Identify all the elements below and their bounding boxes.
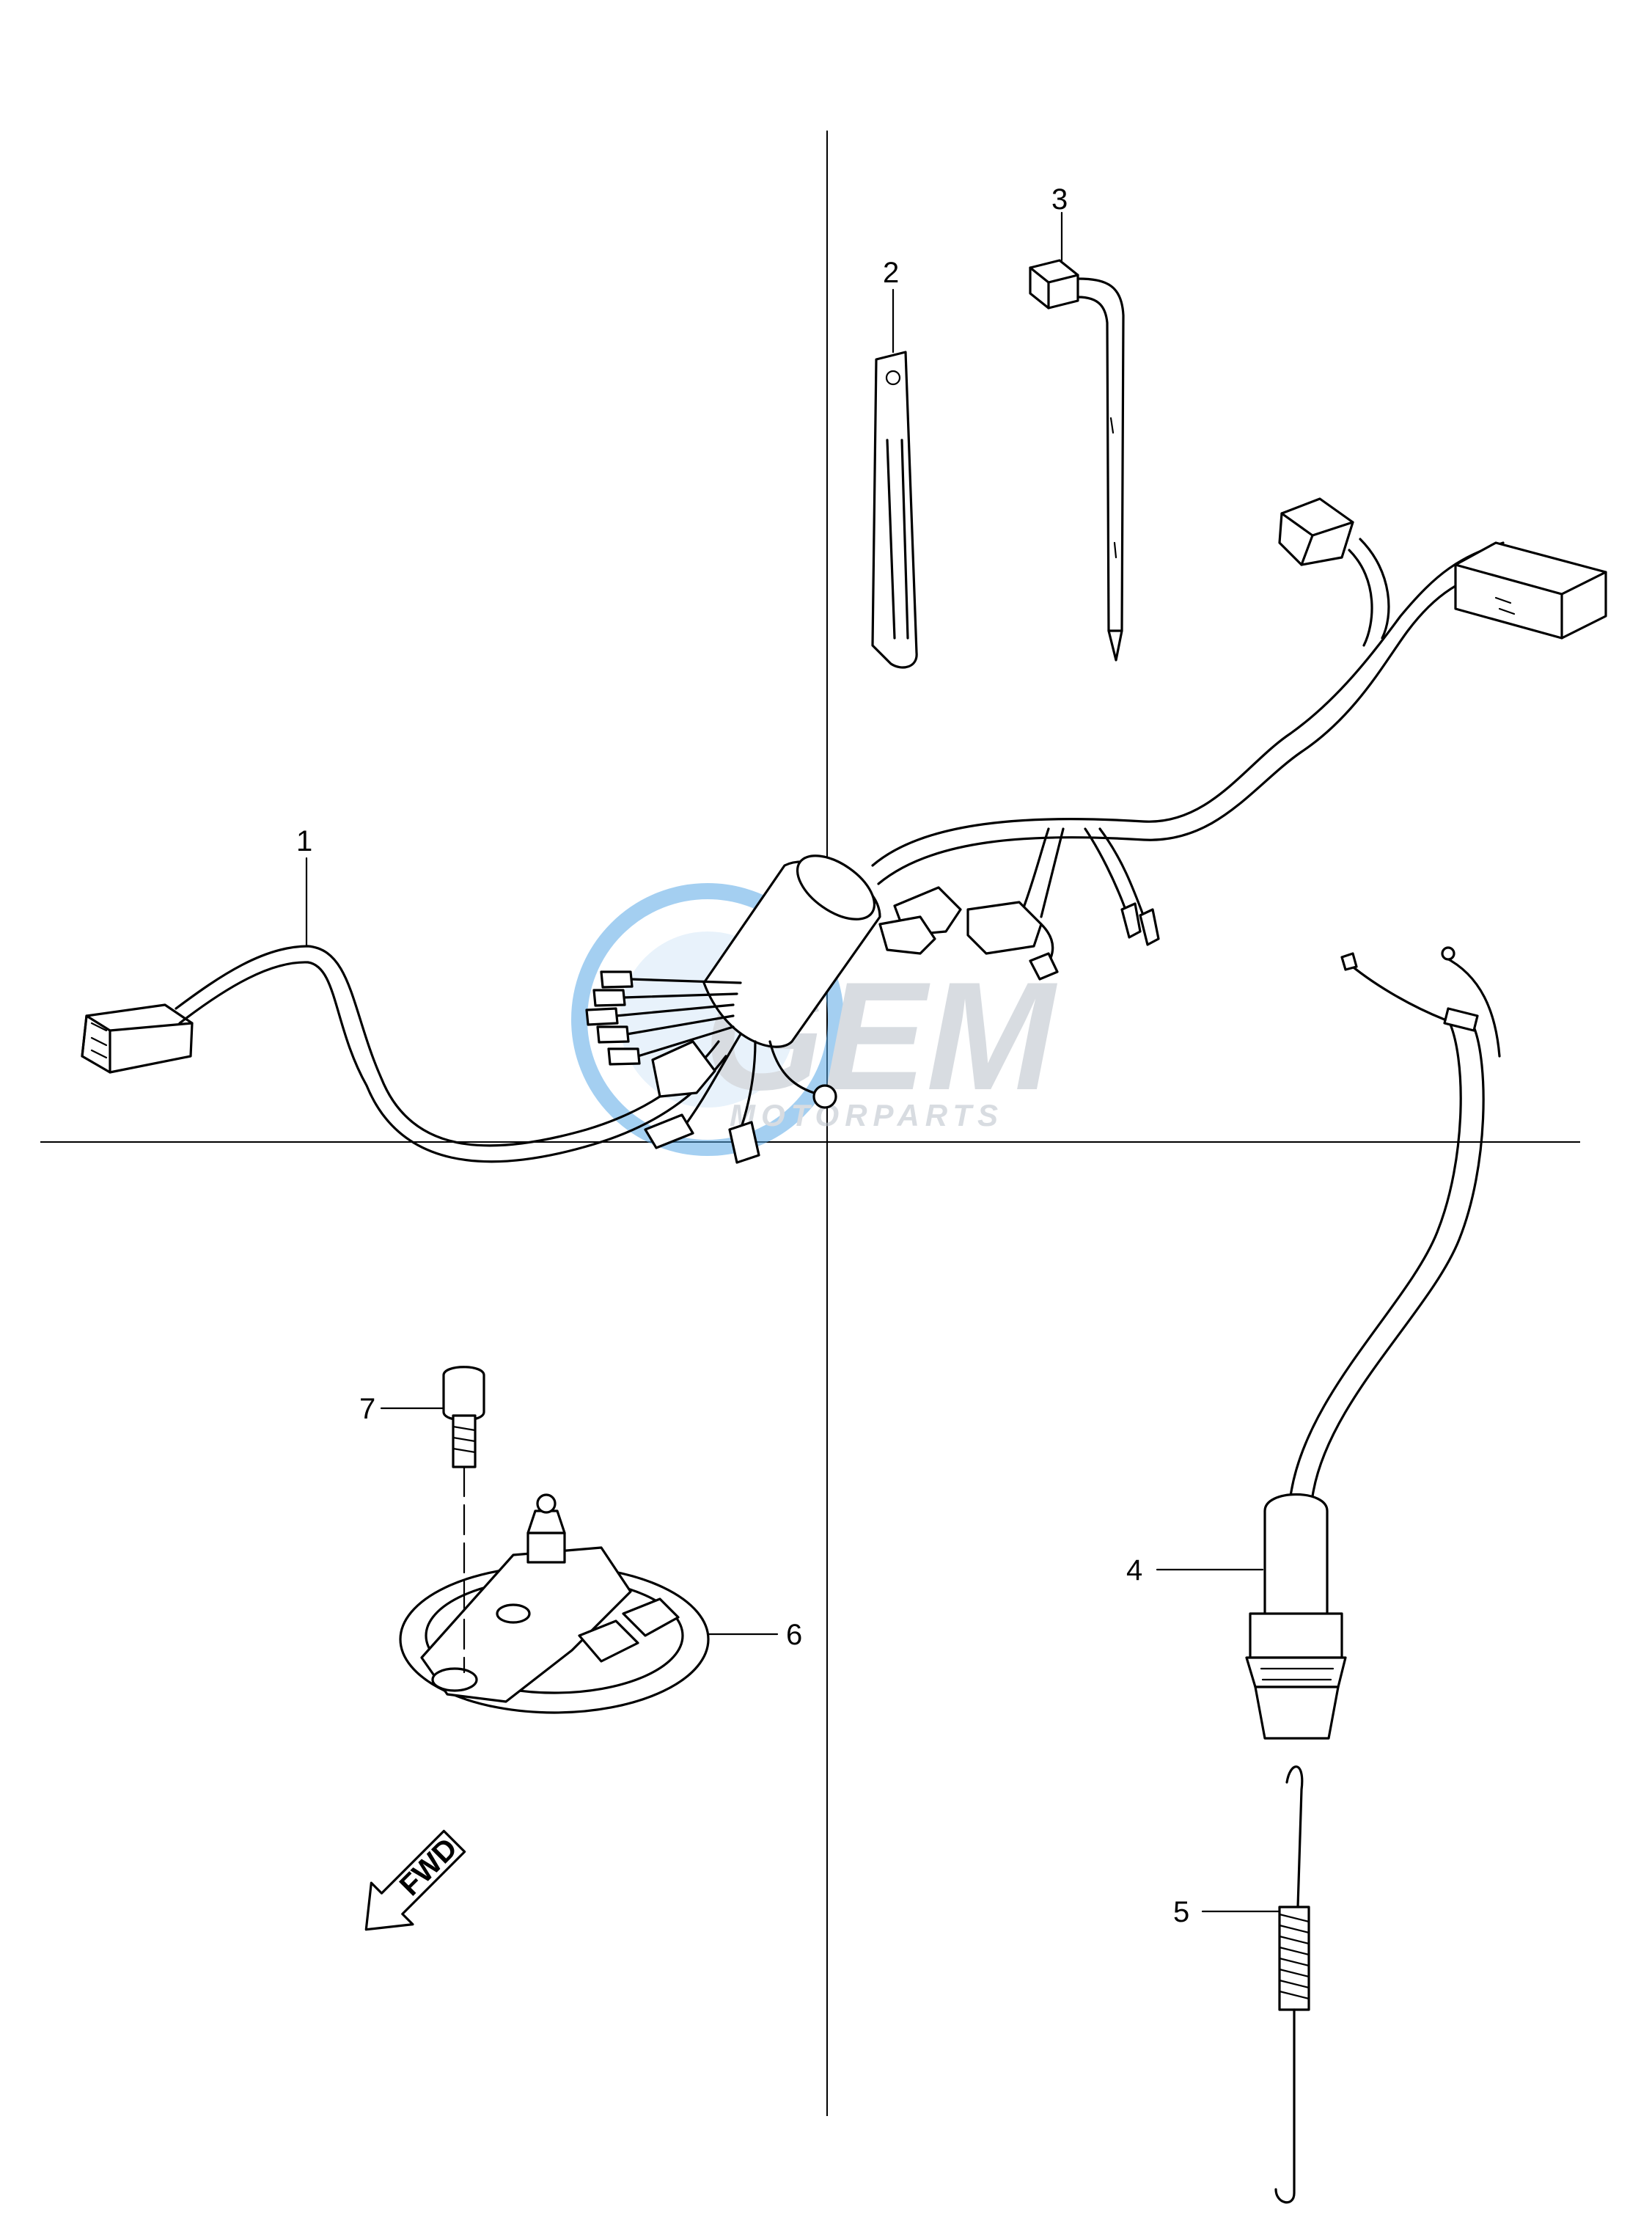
callout-1: 1: [296, 825, 312, 948]
part-2-clamp: [871, 351, 918, 669]
part-4-switch: [1245, 946, 1501, 1740]
watermark-subtitle: MOTORPARTS: [730, 1098, 1004, 1132]
callout-6-label: 6: [786, 1619, 802, 1651]
callout-5: 5: [1173, 1896, 1281, 1928]
callout-3: 3: [1051, 183, 1068, 262]
watermark-globe-icon: [571, 883, 844, 1156]
callout-4-label: 4: [1126, 1554, 1142, 1586]
callout-3-label: 3: [1051, 183, 1068, 216]
callout-6: 6: [707, 1619, 802, 1651]
callout-4: 4: [1126, 1554, 1264, 1586]
part-7-bolt: [442, 1366, 485, 1674]
part-5-spring: [1274, 1765, 1310, 2204]
callout-2: 2: [883, 257, 899, 354]
callout-1-label: 1: [296, 825, 312, 857]
callout-7: 7: [359, 1393, 445, 1425]
fwd-arrow-icon: FWD: [364, 1829, 466, 1931]
callout-7-label: 7: [359, 1393, 375, 1425]
part-6-horn: [399, 1493, 710, 1714]
part-3-lead-wire: [1029, 259, 1125, 662]
callout-2-label: 2: [883, 257, 899, 289]
callout-5-label: 5: [1173, 1896, 1189, 1928]
part-1-wiring-harness: [81, 497, 1607, 1164]
